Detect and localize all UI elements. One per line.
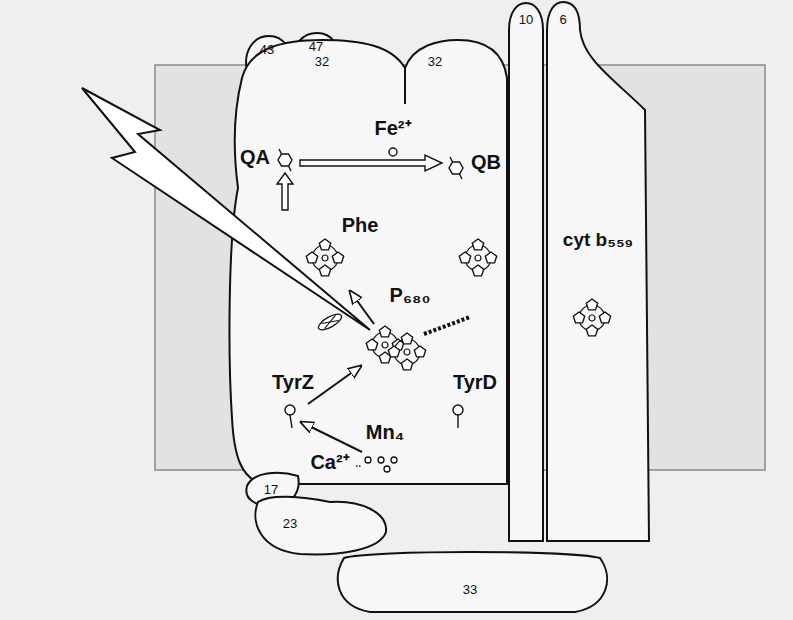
- subunit-shape: [405, 40, 507, 484]
- subunit-divider: [404, 68, 406, 104]
- subunit-outline: [545, 0, 655, 545]
- heme-symbol: [573, 299, 610, 336]
- pheophytin-symbol: [459, 239, 496, 276]
- subunit-number: 43: [260, 43, 274, 57]
- p680-chlorophyll: [388, 333, 425, 370]
- subunit-number: 23: [283, 517, 297, 531]
- p680-chlorophyll: [366, 326, 403, 363]
- tyrosine-z-symbol: [285, 405, 295, 428]
- subunit-shape: [509, 3, 543, 541]
- cofactor-label: QA: [240, 146, 270, 168]
- subunit-border: [405, 40, 507, 484]
- cofactor-label: TyrZ: [272, 371, 314, 393]
- cofactor-label: P₆₈₀: [390, 284, 431, 306]
- pheophytin-symbol: [306, 239, 343, 276]
- quinone-a-symbol: [278, 149, 292, 171]
- subunit-number: 10: [519, 13, 533, 27]
- cofactor-label: Mn₄: [366, 421, 404, 443]
- subunit-number: 33: [463, 583, 477, 597]
- psbp-subunit: 23: [250, 492, 390, 558]
- electron-transfer-arrow: [301, 422, 362, 452]
- cofactor-label: TyrD: [453, 371, 497, 393]
- d2-subunit: 32: [403, 38, 513, 488]
- cofactor-label: cyt b₅₅₉: [563, 230, 633, 251]
- quinone-b-symbol: [449, 157, 463, 179]
- iron-atom: [389, 148, 397, 156]
- psbf-strip: 6: [545, 0, 655, 545]
- psbe-strip: 10: [505, 0, 547, 545]
- cofactor-label: Phe: [342, 214, 379, 236]
- subunit-shape: [547, 2, 649, 541]
- subunit-number: 32: [428, 55, 442, 69]
- subunit-number: 47: [309, 40, 323, 54]
- subunit-shape: [255, 497, 386, 555]
- electron-transfer-arrow: [308, 366, 361, 404]
- subunit-shape: [338, 552, 607, 612]
- subunit-number: 6: [559, 13, 566, 27]
- electron-transfer-arrow: [300, 155, 442, 171]
- manganese-cluster: [365, 457, 397, 472]
- light-flash: [82, 88, 370, 330]
- accessory-chlorophyll: [316, 311, 344, 333]
- subunit-outline: [222, 38, 407, 488]
- dashed-link: [424, 317, 470, 334]
- subunit-shape: [230, 40, 405, 484]
- subunit-number: 32: [315, 55, 329, 69]
- d1-subunit: 32: [222, 38, 407, 488]
- subunit-outline: [250, 492, 390, 558]
- calcium-dots: [356, 465, 362, 467]
- electron-transfer-arrow: [277, 173, 293, 210]
- subunit-border: [230, 40, 405, 484]
- subunit-outline: [403, 38, 513, 488]
- subunit-number: 17: [264, 483, 278, 497]
- electron-transfer-arrow: [350, 291, 374, 324]
- cofactor-label: Fe²⁺: [375, 117, 412, 139]
- tyrosine-d-symbol: [453, 405, 463, 428]
- psbo-subunit: 33: [330, 548, 615, 616]
- cofactor-label: Ca²⁺: [310, 451, 349, 473]
- subunit-outline: [505, 0, 547, 545]
- cofactor-label: QB: [471, 151, 501, 173]
